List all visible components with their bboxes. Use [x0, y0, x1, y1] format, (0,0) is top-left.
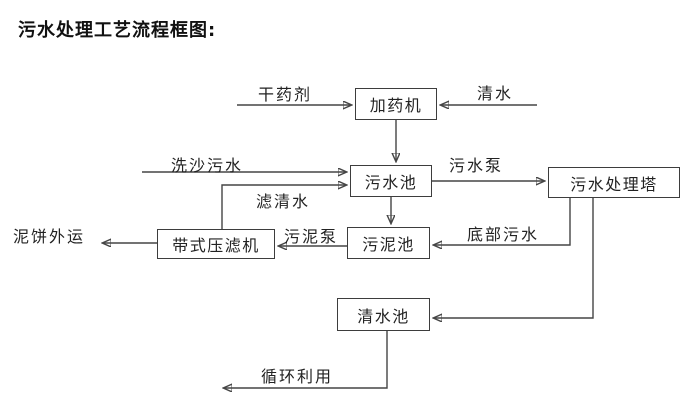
node-sludge-pool: 污泥池	[347, 227, 430, 259]
node-treatment-tower: 污水处理塔	[548, 167, 680, 198]
arrow-filtered-water-to-sewage-pool	[221, 185, 346, 229]
label-mud-cake-out: 泥饼外运	[13, 227, 86, 246]
node-clean-water-pool: 清水池	[337, 298, 430, 331]
node-belt-filter-press: 带式压滤机	[157, 229, 275, 259]
diagram-title: 污水处理工艺流程框图:	[18, 20, 217, 41]
label-sewage-pump: 污水泵	[449, 156, 504, 175]
arrow-tower-to-clean-water-pool	[434, 198, 594, 318]
label-dry-agent: 干药剂	[258, 85, 313, 104]
arrow-clean-pool-to-recycle	[224, 331, 388, 388]
node-sewage-pool: 污水池	[350, 165, 432, 197]
arrow-tower-bottom-sewage-to-sludge-pool	[434, 198, 571, 245]
label-recycle-use: 循环利用	[261, 367, 334, 386]
node-dosing-machine: 加药机	[355, 88, 437, 120]
label-bottom-sewage: 底部污水	[467, 225, 540, 244]
label-sand-washing-sewage: 洗沙污水	[171, 156, 244, 175]
label-filtered-water: 滤清水	[256, 192, 311, 211]
label-sludge-pump: 污泥泵	[284, 227, 339, 246]
label-clean-water: 清水	[477, 84, 514, 103]
